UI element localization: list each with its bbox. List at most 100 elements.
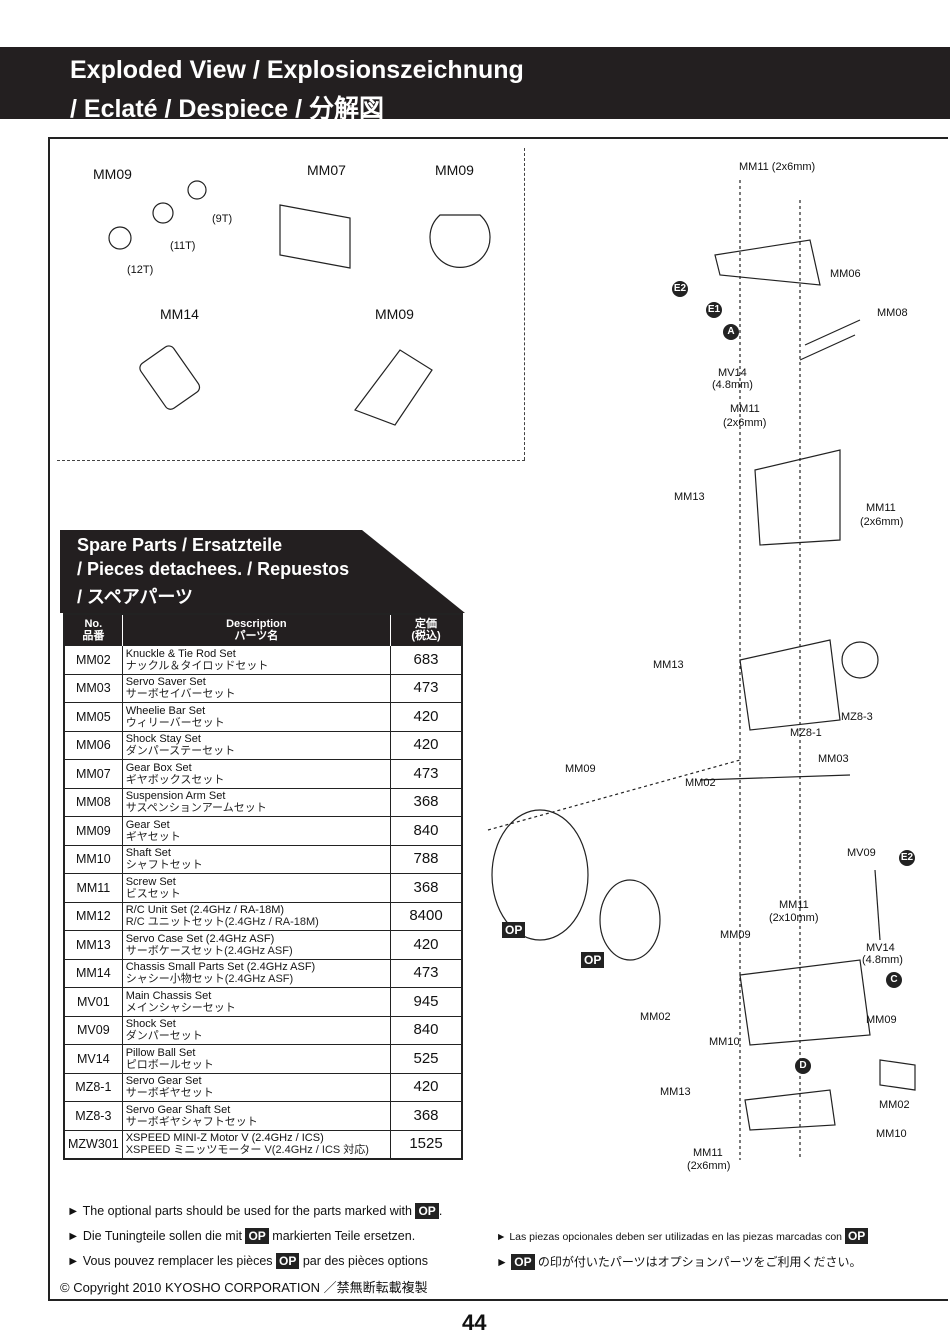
- part-number: MM13: [63, 930, 123, 960]
- part-label: (9T): [212, 213, 233, 225]
- description-en: Main Chassis Set: [125, 989, 212, 1002]
- part-label: MM10: [876, 1128, 907, 1140]
- part-label: MM14: [160, 306, 199, 322]
- note-en: ► The optional parts should be used for …: [67, 1203, 443, 1219]
- marker-d: D: [795, 1058, 811, 1074]
- content-frame: [48, 137, 948, 1301]
- description-en: Chassis Small Parts Set (2.4GHz ASF): [125, 961, 316, 974]
- part-number: MM05: [63, 702, 123, 732]
- description-en: XSPEED MINI-Z Motor V (2.4GHz / ICS): [125, 1132, 324, 1145]
- part-number: MV01: [63, 987, 123, 1017]
- part-price: 420: [390, 930, 463, 960]
- part-label: (2x6mm): [687, 1160, 731, 1172]
- page-header: Exploded View / Explosionszeichnung / Ec…: [0, 47, 950, 123]
- part-number: MM03: [63, 673, 123, 703]
- part-number: MM08: [63, 787, 123, 817]
- part-price: 945: [390, 987, 463, 1017]
- part-label: MM11: [779, 899, 809, 911]
- part-price: 683: [390, 645, 463, 675]
- part-price: 8400: [390, 901, 463, 931]
- part-number: MM12: [63, 901, 123, 931]
- part-label: MM09: [565, 763, 596, 775]
- spare-parts-title: / スペアパーツ: [77, 587, 194, 607]
- part-description: Chassis Small Parts Set (2.4GHz ASF)シャシー…: [121, 958, 392, 988]
- part-label: (4.8mm): [712, 379, 753, 391]
- description-jp: ダンパーセット: [125, 1030, 203, 1043]
- part-label: (4.8mm): [862, 954, 903, 966]
- col-price: 定価(税込): [390, 614, 462, 646]
- part-price: 1525: [390, 1129, 463, 1160]
- shock-stay: [714, 239, 821, 286]
- part-number: MZW301: [63, 1129, 123, 1160]
- description-jp: ピロボールセット: [125, 1058, 214, 1071]
- description-jp: ビスセット: [125, 887, 181, 900]
- description-en: Pillow Ball Set: [125, 1046, 196, 1059]
- table-row: MM12 R/C Unit Set (2.4GHz / RA-18M)R/C ユ…: [63, 901, 463, 931]
- part-label: (2x10mm): [769, 912, 819, 924]
- part-price: 420: [390, 730, 463, 760]
- part-description: R/C Unit Set (2.4GHz / RA-18M)R/C ユニットセッ…: [121, 901, 392, 931]
- marker-a: A: [723, 324, 739, 340]
- servo-case: [739, 639, 841, 731]
- part-price: 473: [390, 958, 463, 988]
- part-number: MM07: [63, 759, 123, 789]
- page-title: Exploded View / Explosionszeichnung: [70, 56, 524, 84]
- part-number: MM09: [63, 816, 123, 846]
- part-number: MZ8-1: [63, 1072, 123, 1102]
- wheelie-bar: [744, 1089, 836, 1131]
- main-chassis: [739, 959, 871, 1046]
- part-label: MM11 (2x6mm): [739, 161, 816, 173]
- suspension-arm: [799, 319, 861, 361]
- part-label: MM09: [720, 929, 751, 941]
- tie-rod: [699, 774, 851, 781]
- spare-parts-heading: Spare Parts / Ersatzteile / Pieces detac…: [60, 530, 465, 615]
- description-en: Suspension Arm Set: [125, 790, 226, 803]
- divider: [57, 460, 525, 461]
- description-en: Wheelie Bar Set: [125, 704, 206, 717]
- part-number: MZ8-3: [63, 1101, 123, 1131]
- gearbox: [754, 449, 841, 546]
- note-es: ► Las piezas opcionales deben ser utiliz…: [496, 1228, 869, 1244]
- description-en: Gear Set: [125, 818, 170, 831]
- part-label: MM11: [866, 502, 896, 514]
- marker-e2: E2: [672, 281, 688, 297]
- note-fr: ► Vous pouvez remplacer les pièces OP pa…: [67, 1253, 428, 1269]
- part-number: MV14: [63, 1044, 123, 1074]
- part-label: MM06: [830, 268, 861, 280]
- tire: [491, 809, 589, 941]
- shock: [874, 869, 881, 941]
- part-number: MM02: [63, 645, 123, 675]
- table-row: MM13 Servo Case Set (2.4GHz ASF)サーボケースセッ…: [63, 930, 463, 960]
- gear-icon: [108, 180, 207, 250]
- spare-parts-title: / Pieces detachees. / Repuestos: [77, 559, 350, 579]
- description-en: Gear Box Set: [125, 761, 192, 774]
- part-price: 473: [390, 759, 463, 789]
- part-label: MM08: [877, 307, 908, 319]
- heading-background: [60, 530, 465, 613]
- op-badge: OP: [844, 1228, 869, 1244]
- part-label: MM09: [866, 1014, 897, 1026]
- description-en: R/C Unit Set (2.4GHz / RA-18M): [125, 904, 285, 917]
- part-label: (2x6mm): [723, 417, 767, 429]
- description-jp: XSPEED ミニッツモーター V(2.4GHz / ICS 対応): [125, 1144, 369, 1157]
- description-en: Shock Stay Set: [125, 733, 201, 746]
- part-price: 420: [390, 702, 463, 732]
- page-title-line2: / Eclaté / Despiece / 分解図: [70, 95, 385, 123]
- part-price: 368: [390, 1101, 463, 1131]
- part-number: MM06: [63, 730, 123, 760]
- page-number: 44: [462, 1310, 487, 1335]
